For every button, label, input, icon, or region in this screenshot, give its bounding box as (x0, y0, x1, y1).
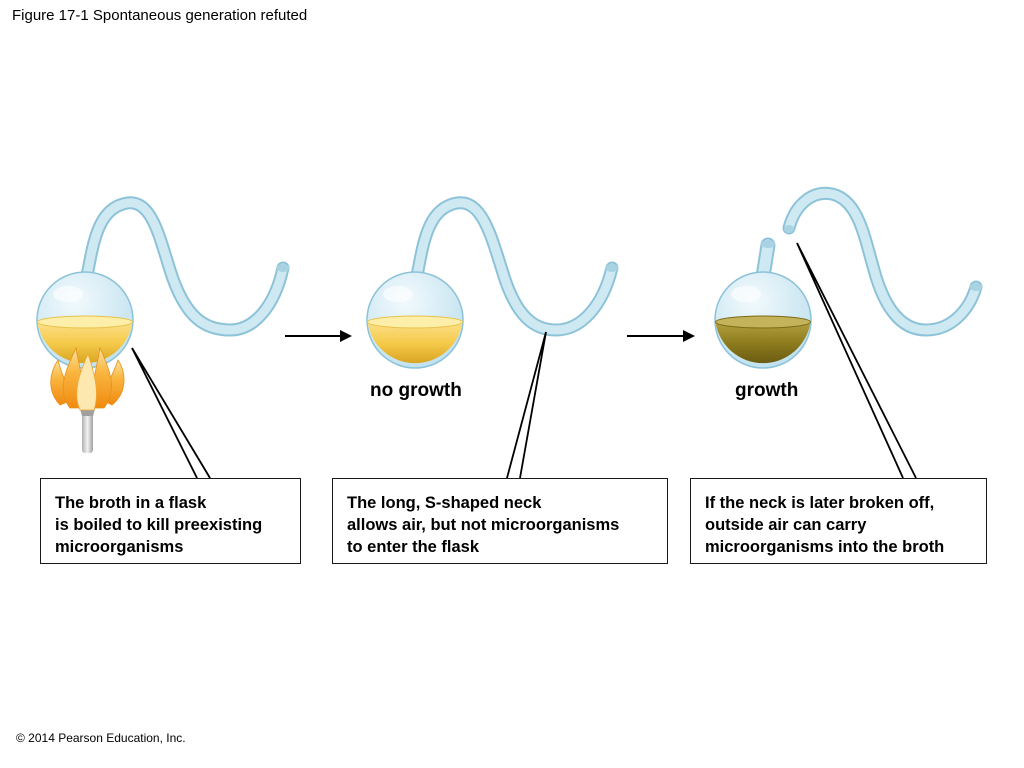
flask-2-no-growth (366, 196, 619, 369)
caption-2-line-3: to enter the flask (347, 538, 480, 556)
flask-1-boiling (36, 196, 290, 369)
flask-2-broth-surface (367, 315, 463, 329)
flask-1-neck-tip (277, 264, 289, 272)
callout-line-2 (506, 331, 547, 479)
broken-neck-tip-left (784, 225, 794, 233)
flask-2-highlight (383, 286, 413, 302)
callout-line-3 (796, 242, 917, 479)
flask-1-broth (37, 322, 133, 364)
caption-1-line-2: is boiled to kill preexisting (55, 516, 263, 534)
copyright-notice: © 2014 Pearson Education, Inc. (16, 731, 186, 745)
flask-3-growth (714, 186, 983, 369)
callout-line-1 (131, 347, 211, 479)
flask-3-broth-surface (715, 315, 811, 329)
broken-neck-outline (782, 186, 983, 337)
caption-box-s-neck: The long, S-shaped neck allows air, but … (332, 478, 668, 564)
flask-3-broth (715, 322, 811, 364)
flask-2-broth (367, 322, 463, 364)
caption-2-line-1: The long, S-shaped neck (347, 494, 542, 512)
flame-icon (50, 346, 125, 411)
flask-3-highlight (731, 286, 761, 302)
caption-3-line-3: microorganisms into the broth (705, 538, 945, 556)
flask-1-broth-surface (37, 315, 133, 329)
label-growth: growth (735, 380, 799, 401)
caption-2-line-2: allows air, but not microorganisms (347, 516, 620, 534)
broken-neck (784, 188, 981, 335)
arrow-2 (627, 330, 695, 342)
caption-1-line-1: The broth in a flask (55, 494, 207, 512)
broken-neck-tip-right (970, 283, 982, 291)
flask-1-neck (80, 198, 288, 335)
arrow-1 (285, 330, 352, 342)
figure-title: Figure 17-1 Spontaneous generation refut… (12, 7, 308, 24)
label-no-growth: no growth (370, 380, 462, 401)
callout-lines (131, 242, 917, 479)
caption-1-line-3: microorganisms (55, 538, 184, 556)
caption-3-line-2: outside air can carry (705, 516, 867, 534)
caption-3-line-1: If the neck is later broken off, (705, 494, 935, 512)
flask-2-neck-tip (606, 264, 618, 272)
caption-box-boiling: The broth in a flask is boiled to kill p… (40, 478, 301, 564)
caption-box-broken-neck: If the neck is later broken off, outside… (690, 478, 987, 564)
burner (50, 346, 125, 453)
flask-1-highlight (53, 286, 83, 302)
burner-tube (82, 408, 93, 453)
flask-2-neck (410, 198, 617, 335)
flask-3-stub-tip (761, 240, 775, 248)
